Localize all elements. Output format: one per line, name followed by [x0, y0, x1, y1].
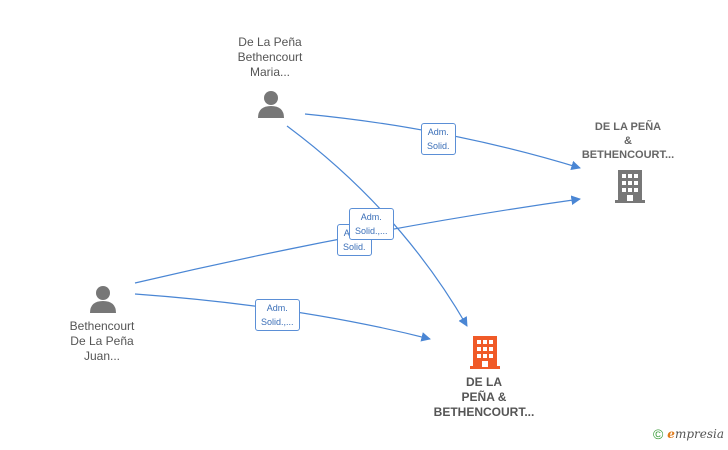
- company-right-label[interactable]: DE LA PEÑA & BETHENCOURT...: [568, 120, 688, 162]
- edge-label-line: Adm.: [427, 127, 449, 137]
- copyright-icon: ©: [652, 426, 664, 442]
- edge-label-line: Adm.: [266, 303, 288, 313]
- label-line: Bethencourt: [69, 319, 135, 333]
- label-line: Maria...: [249, 65, 290, 79]
- brand-logo[interactable]: empresia: [667, 427, 724, 441]
- label-line: BETHENCOURT...: [433, 405, 535, 419]
- person-juan-label[interactable]: Bethencourt De La Peña Juan...: [42, 319, 162, 364]
- edge-label-maria-company-bottom[interactable]: Adm. Solid.,...: [349, 208, 394, 240]
- edge-label-juan-company-bottom[interactable]: Adm. Solid.,...: [255, 299, 300, 331]
- label-line: De La Peña: [238, 35, 302, 49]
- label-line: &: [624, 135, 632, 147]
- company-bottom-label[interactable]: DE LA PEÑA & BETHENCOURT...: [424, 375, 544, 420]
- edge-label-line: Solid.,...: [355, 226, 388, 236]
- person-icon[interactable]: [90, 286, 116, 313]
- label-line: BETHENCOURT...: [581, 149, 675, 161]
- edge-label-maria-company-right[interactable]: Adm. Solid.: [421, 123, 456, 155]
- label-line: Juan...: [83, 349, 121, 363]
- footer-brand: © empresia: [653, 426, 724, 442]
- label-line: De La Peña: [70, 334, 134, 348]
- label-line: DE LA PEÑA: [594, 121, 662, 133]
- person-maria-label[interactable]: De La Peña Bethencourt Maria...: [210, 35, 330, 80]
- edge-label-line: Solid.: [343, 242, 366, 252]
- edge-label-line: Solid.: [427, 141, 450, 151]
- person-icon[interactable]: [258, 91, 284, 118]
- label-line: DE LA: [466, 375, 502, 389]
- brand-initial: e: [667, 427, 675, 441]
- label-line: Bethencourt: [237, 50, 303, 64]
- building-icon[interactable]: [615, 170, 645, 203]
- brand-name: mpresia: [674, 427, 724, 441]
- edge-label-line: Solid.,...: [261, 317, 294, 327]
- label-line: PEÑA &: [461, 390, 507, 404]
- building-icon[interactable]: [470, 336, 500, 369]
- edge-label-line: Adm.: [360, 212, 382, 222]
